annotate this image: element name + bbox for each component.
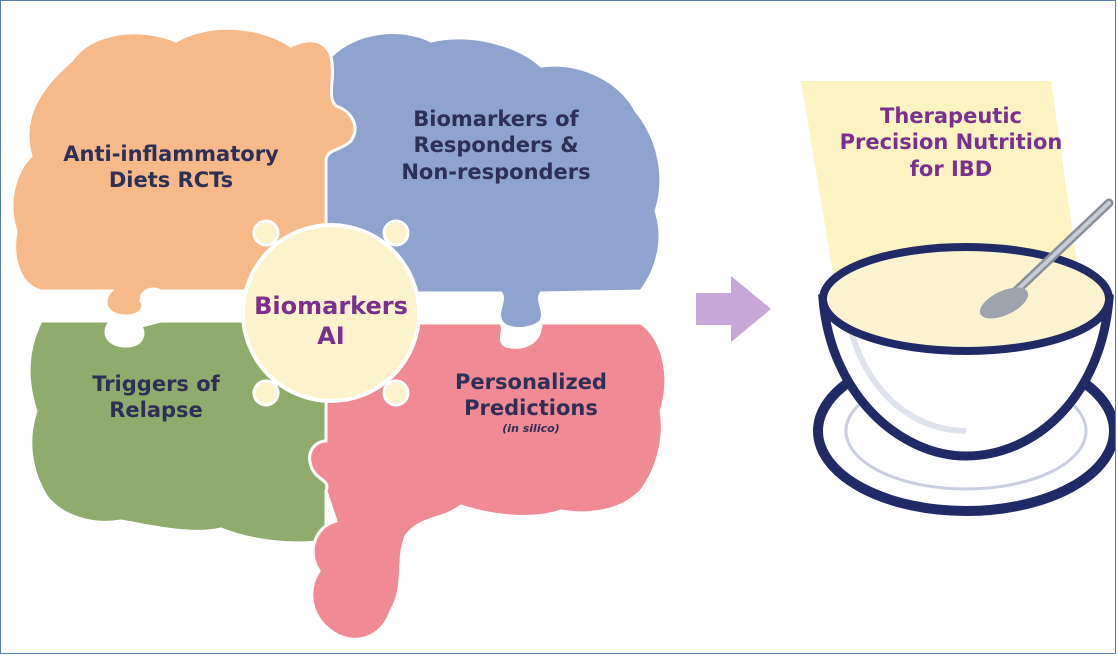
arrow-right — [696, 276, 771, 342]
label-line: Triggers of — [92, 372, 220, 396]
center-hub — [241, 219, 421, 407]
label-line: Diets RCTs — [108, 168, 234, 193]
label-biomarkers-ai: Biomarkers AI — [241, 291, 421, 351]
label-line: for IBD — [909, 156, 993, 181]
soup — [819, 243, 1113, 355]
spoon-icon — [979, 198, 1114, 319]
label-anti-inflammatory: Anti-inflammatory Diets RCTs — [31, 141, 311, 194]
label-in-silico: (in silico) — [502, 421, 560, 435]
label-line: Relapse — [109, 398, 203, 423]
label-line: Anti-inflammatory — [63, 142, 279, 166]
label-line: AI — [317, 322, 345, 350]
light-beam — [801, 81, 1081, 291]
piece-triggers-relapse — [27, 319, 329, 545]
piece-biomarkers-responders — [324, 31, 663, 330]
label-line: Responders & — [413, 133, 579, 158]
label-therapeutic-nutrition: Therapeutic Precision Nutrition for IBD — [831, 103, 1071, 182]
label-line: Biomarkers of — [413, 107, 579, 131]
label-biomarkers-responders: Biomarkers of Responders & Non-responder… — [361, 106, 631, 185]
label-personalized-predictions: Personalized Predictions (in silico) — [421, 369, 641, 435]
label-line: Predictions — [464, 396, 598, 421]
label-line: Biomarkers — [254, 292, 408, 320]
label-line: Precision Nutrition — [839, 130, 1063, 155]
label-line: Therapeutic — [880, 104, 1022, 128]
label-line: Personalized — [455, 370, 607, 394]
label-line: Non-responders — [401, 159, 591, 184]
label-triggers-relapse: Triggers of Relapse — [51, 371, 261, 424]
